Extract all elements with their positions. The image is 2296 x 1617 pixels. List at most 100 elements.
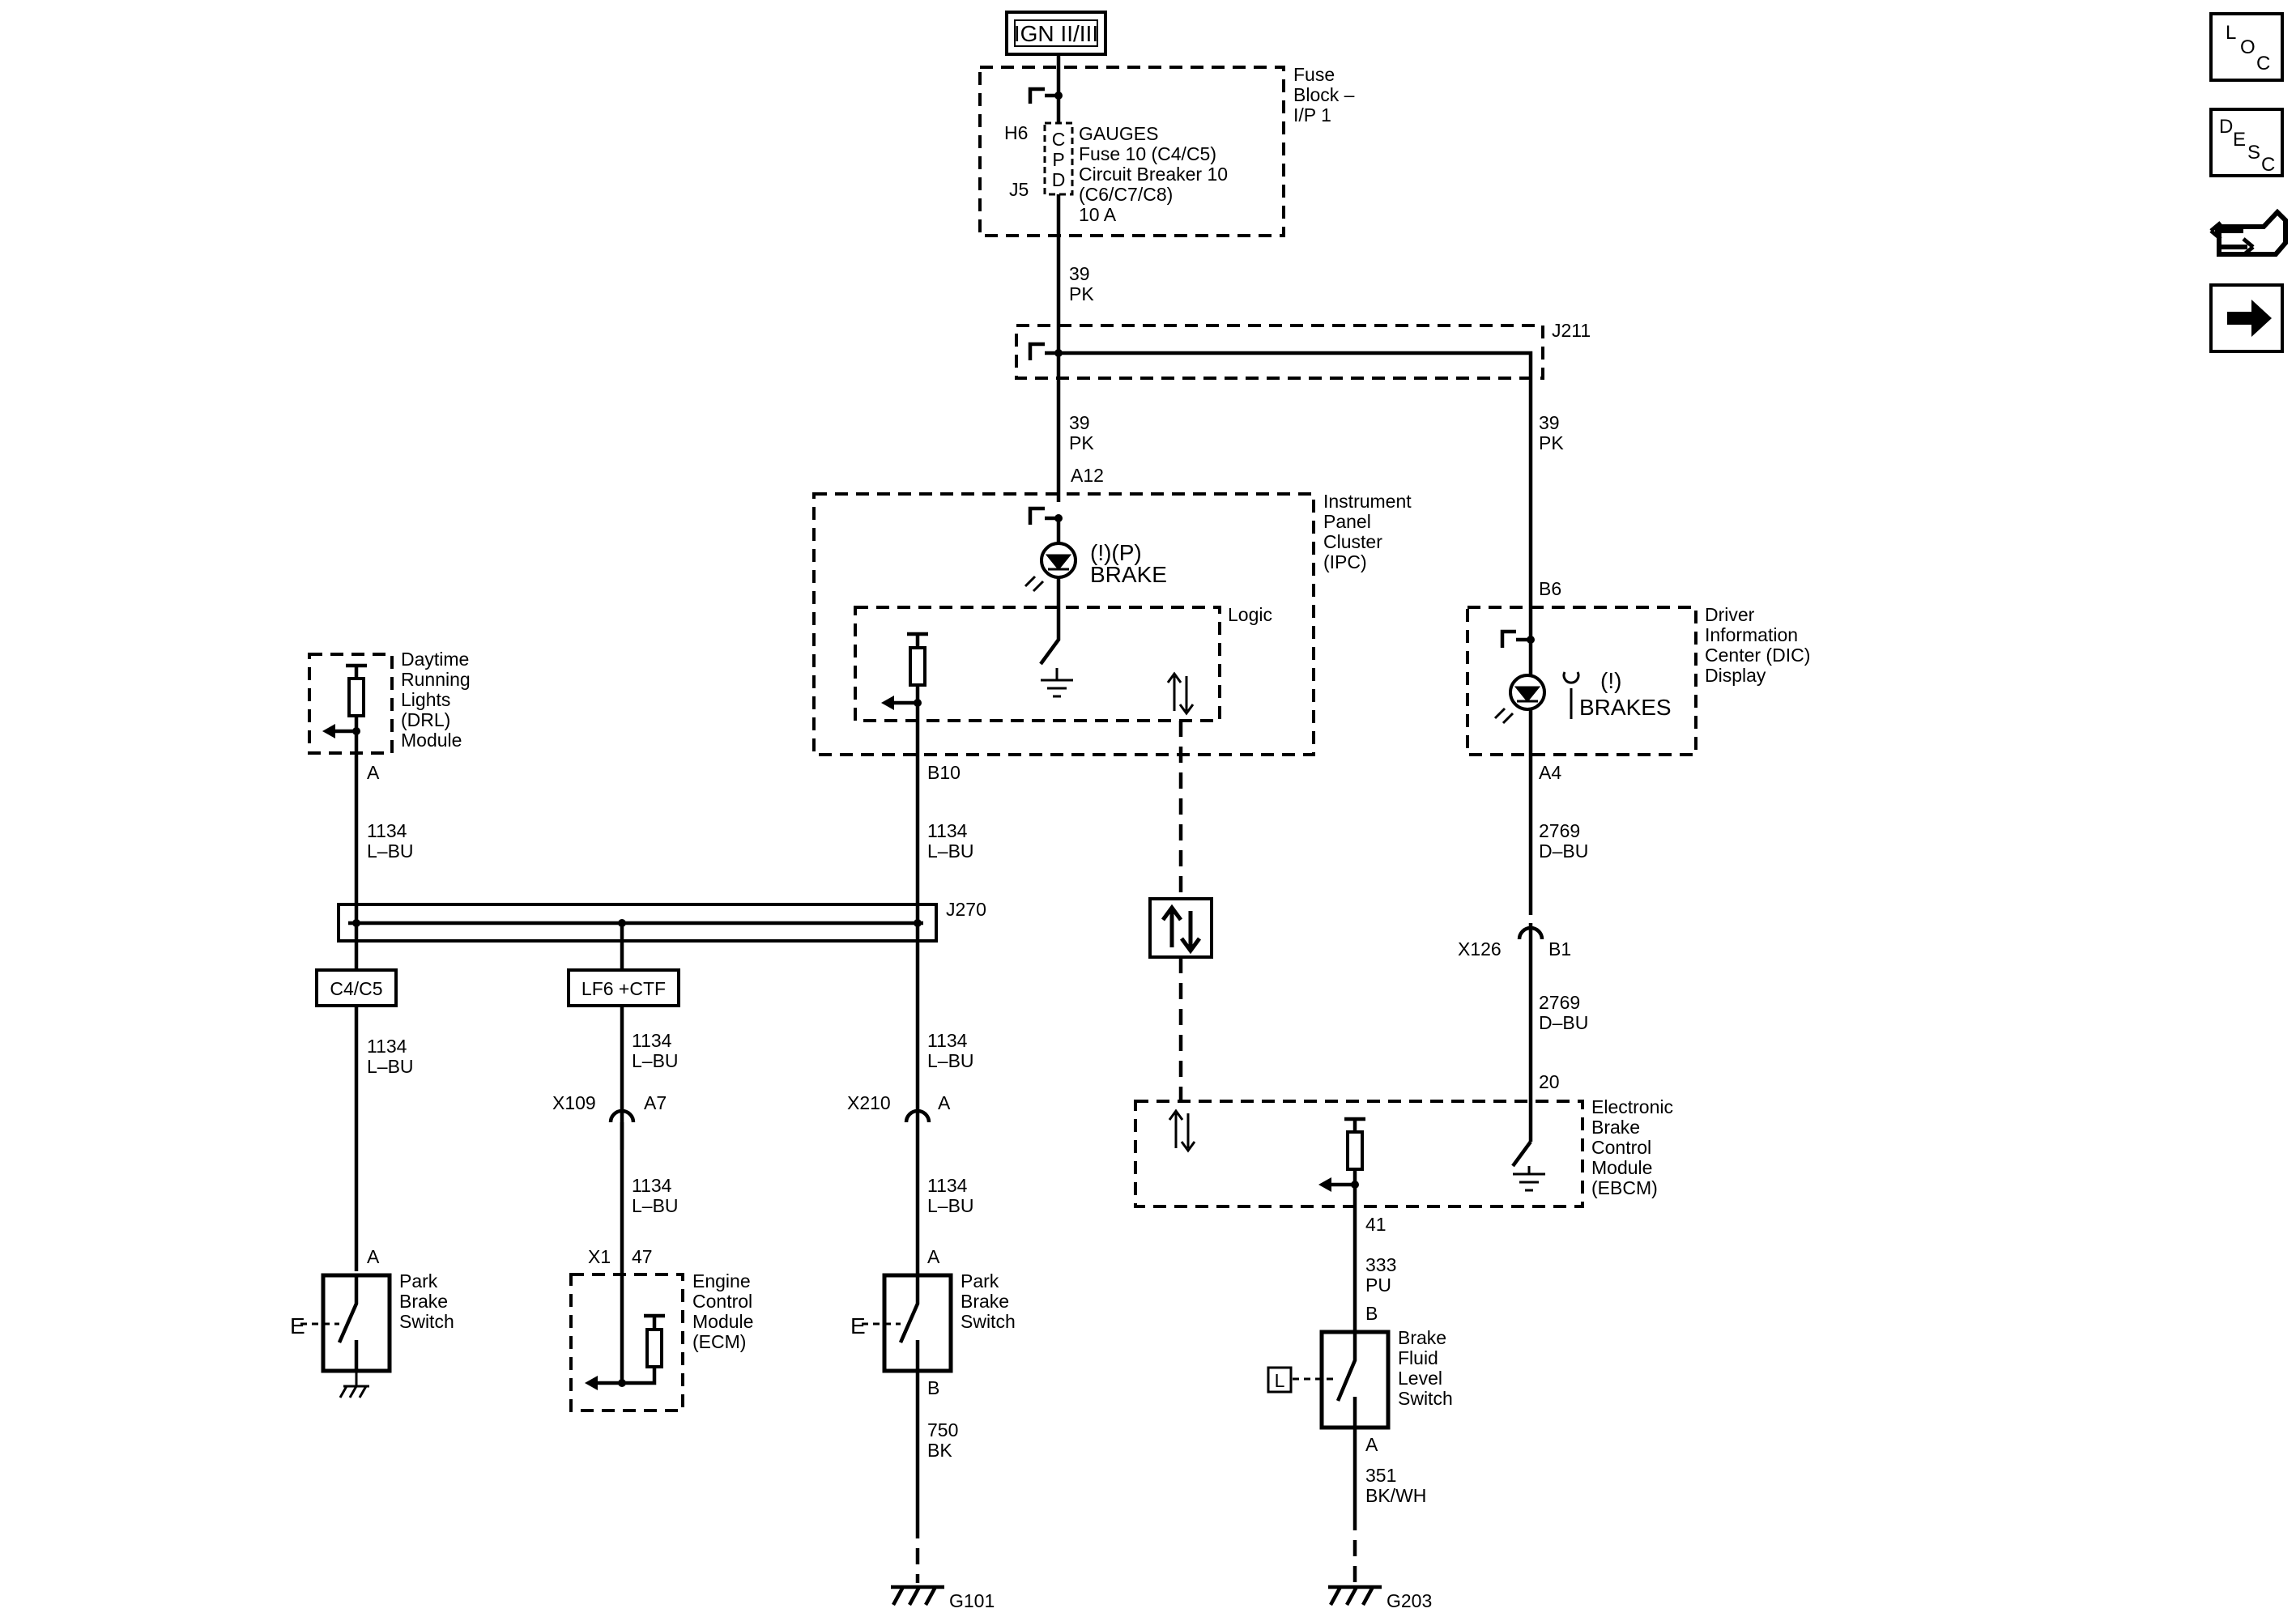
tag-c4-c5[interactable]: C4/C5 xyxy=(315,968,398,1007)
led-icon xyxy=(1045,554,1072,571)
dic-led-icon xyxy=(1514,686,1541,703)
drl-module[interactable]: Daytime Running Lights (DRL) Module A xyxy=(308,649,471,1271)
fuse-block[interactable]: C P D H6 J5 GAUGES Fuse 10 (C4/C5) Circu… xyxy=(978,54,1355,267)
wire-1134-mid-a-num: 1134 xyxy=(927,1030,968,1051)
cpd-d: D xyxy=(1052,169,1066,190)
connector-icon[interactable] xyxy=(2209,208,2288,257)
fuse-title-3: I/P 1 xyxy=(1293,104,1331,126)
park-brake-switch-middle[interactable]: A E Park Brake Switch B xyxy=(850,1246,1016,1398)
ebcm-title-5: (EBCM) xyxy=(1591,1177,1658,1198)
tag-lf6-ctf[interactable]: LF6 +CTF xyxy=(567,968,680,1007)
ebcm-title-4: Module xyxy=(1591,1157,1652,1178)
wire-1134-ecm-b-color: L–BU xyxy=(632,1195,679,1216)
fuse-pin-bottom: J5 xyxy=(1009,179,1029,200)
ground-g203[interactable]: G203 xyxy=(1328,1585,1432,1611)
ipc-input-arrow-icon xyxy=(881,696,894,710)
loc-c: C xyxy=(2256,53,2270,74)
dic-title-4: Display xyxy=(1705,665,1766,686)
tag-c4-c5-label: C4/C5 xyxy=(330,978,382,999)
ipc-data-arrows-icon xyxy=(1166,671,1195,716)
bfl-pin-bottom: A xyxy=(1365,1434,1378,1455)
x126-pin: B1 xyxy=(1548,938,1571,960)
ipc-logic-label: Logic xyxy=(1228,604,1272,625)
wire-39-c-num: 39 xyxy=(1539,412,1560,433)
instrument-panel-cluster[interactable]: A12 (!)(P) BRAKE Instrument Panel Cluste… xyxy=(812,465,1412,756)
wire-39-b-num: 39 xyxy=(1069,412,1090,433)
bfl-title-2: Fluid xyxy=(1398,1347,1438,1368)
pbs-left-title-2: Brake xyxy=(399,1291,448,1312)
x210-label: X210 xyxy=(847,1092,891,1113)
connector-x126[interactable]: X126 B1 xyxy=(1458,923,1571,1142)
wire-1134-ipc-color: L–BU xyxy=(927,840,974,862)
pbs-mid-title-2: Brake xyxy=(961,1291,1009,1312)
ecm-title-2: Control xyxy=(692,1291,752,1312)
connector-x109[interactable]: X109 A7 xyxy=(552,1092,667,1123)
loc-o: O xyxy=(2240,36,2256,58)
ign-label: IGN II/III xyxy=(1014,21,1098,46)
drl-input-arrow-icon xyxy=(322,724,335,738)
fuse-desc-3: Circuit Breaker 10 xyxy=(1079,164,1228,185)
ebcm-resistor-icon xyxy=(1346,1130,1364,1171)
ign-power-source[interactable]: IGN II/III xyxy=(1005,11,1107,56)
wire-1134-drl-num: 1134 xyxy=(367,820,407,841)
wire-750-color: BK xyxy=(927,1440,952,1461)
wire-351-num: 351 xyxy=(1365,1465,1396,1486)
ebcm-title-2: Brake xyxy=(1591,1117,1640,1138)
wire-1134-drl-color: L–BU xyxy=(367,840,414,862)
driver-information-center[interactable]: B6 (!) BRAKES Driver Information Center … xyxy=(1466,578,1810,756)
dic-pin-in: B6 xyxy=(1539,578,1561,599)
park-brake-switch-left[interactable]: A E Park Brake Switch xyxy=(290,1246,454,1398)
dic-lamp-icons: (!) xyxy=(1600,668,1621,693)
wire-1134-ipc-num: 1134 xyxy=(927,820,968,841)
drl-title-4: (DRL) xyxy=(401,709,450,730)
ipc-pin-in: A12 xyxy=(1071,465,1104,486)
fuse-desc-2: Fuse 10 (C4/C5) xyxy=(1079,143,1216,164)
wire-351-color: BK/WH xyxy=(1365,1485,1426,1506)
desc-button[interactable]: D E S C xyxy=(2209,108,2284,177)
ipc-title-3: Cluster xyxy=(1323,531,1382,552)
wire-333-num: 333 xyxy=(1365,1254,1396,1275)
wire-1134-ecm-a-num: 1134 xyxy=(632,1030,672,1051)
pbs-left-e: E xyxy=(290,1313,305,1338)
bfl-pin-top: B xyxy=(1365,1303,1378,1324)
bfl-title-4: Switch xyxy=(1398,1388,1453,1409)
wire-39-a-num: 39 xyxy=(1069,263,1090,284)
desc-d: D xyxy=(2219,116,2233,138)
splice-j211[interactable]: J211 xyxy=(1015,267,1591,915)
ipc-pin-out: B10 xyxy=(927,762,961,783)
wire-1134-left-color: L–BU xyxy=(367,1056,414,1077)
dic-light-rays-icon xyxy=(1493,707,1514,725)
wire-39-c-color: PK xyxy=(1539,432,1564,453)
x210-pin: A xyxy=(938,1092,951,1113)
wire-750-num: 750 xyxy=(927,1419,958,1440)
electronic-brake-control-module[interactable]: 20 Electronic Brake Control Module (EBCM… xyxy=(1134,1071,1673,1336)
connector-x210[interactable]: X210 A xyxy=(847,1092,951,1123)
pbs-left-ground-icon xyxy=(339,1371,369,1398)
drl-title-3: Lights xyxy=(401,689,450,710)
drl-title-1: Daytime xyxy=(401,649,469,670)
ecm-pin: 47 xyxy=(632,1246,653,1267)
fuse-title-1: Fuse xyxy=(1293,64,1335,85)
fuse-desc-1: GAUGES xyxy=(1079,123,1158,144)
desc-c: C xyxy=(2261,154,2275,176)
fuse-desc-5: 10 A xyxy=(1079,204,1117,225)
ecm-title-3: Module xyxy=(692,1311,753,1332)
ipc-title-1: Instrument xyxy=(1323,491,1412,512)
pbs-mid-e: E xyxy=(850,1313,866,1338)
ipc-title-2: Panel xyxy=(1323,511,1371,532)
dic-pin-out: A4 xyxy=(1539,762,1561,783)
splice-j270[interactable]: J270 xyxy=(337,899,986,943)
j270-label: J270 xyxy=(946,899,986,920)
x126-label: X126 xyxy=(1458,938,1502,960)
ground-g101[interactable]: G101 xyxy=(891,1585,995,1611)
brake-fluid-level-switch[interactable]: B L Brake Fluid Level Switch A xyxy=(1267,1303,1453,1455)
engine-control-module[interactable]: X1 47 Engine Control Module (ECM) xyxy=(569,1246,753,1412)
wire-1134-ecm-a-color: L–BU xyxy=(632,1050,679,1071)
dic-title-3: Center (DIC) xyxy=(1705,645,1810,666)
arrow-right-icon[interactable] xyxy=(2209,283,2284,353)
serial-data-link[interactable] xyxy=(1148,721,1213,1101)
pbs-left-title-3: Switch xyxy=(399,1311,454,1332)
g101-label: G101 xyxy=(949,1590,995,1611)
loc-button[interactable]: L O C xyxy=(2209,12,2284,82)
